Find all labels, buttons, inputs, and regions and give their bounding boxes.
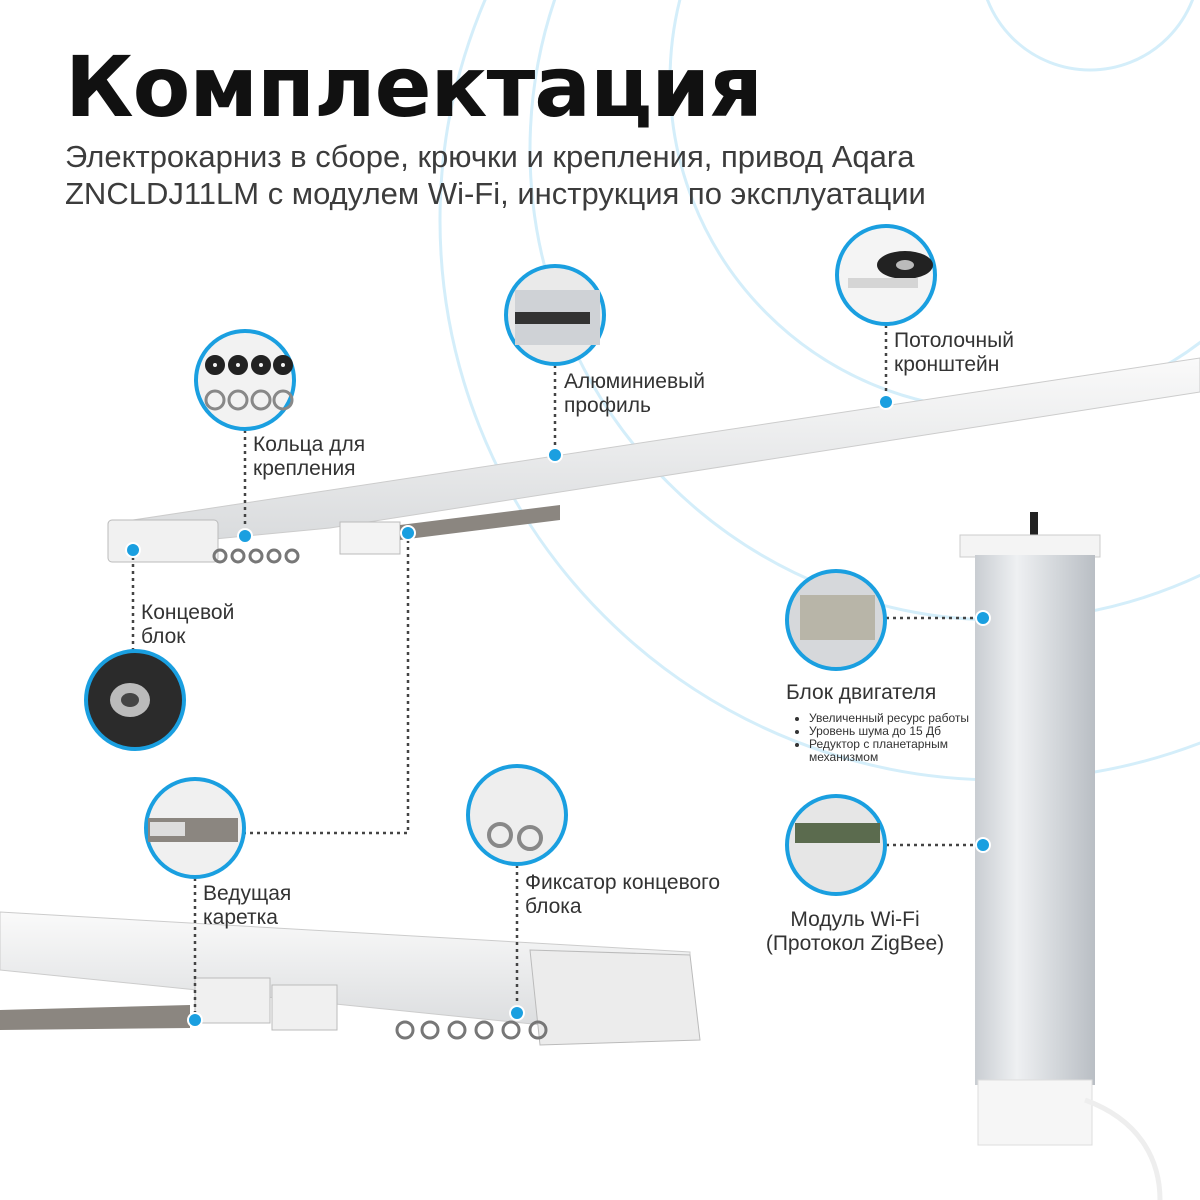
callout-dots xyxy=(125,394,991,1028)
bottom-rail xyxy=(0,911,701,1046)
label-end-fixer: Фиксатор концевого блока xyxy=(525,871,721,918)
label-wifi: Модуль Wi-Fi (Протокол ZigBee) xyxy=(745,908,965,956)
label-wifi-line1: Модуль Wi-Fi xyxy=(790,908,920,931)
label-rings: Кольца для крепления xyxy=(253,433,366,480)
motor-feature: Увеличенный ресурс работы xyxy=(809,712,999,725)
label-ceiling-bracket: Потолочный кронштейн xyxy=(894,329,1014,376)
motor-feature: Уровень шума до 15 Дб xyxy=(809,725,999,738)
motor-features-list: Увеличенный ресурс работы Уровень шума д… xyxy=(793,712,999,764)
label-motor: Блок двигателя xyxy=(786,681,937,704)
page-title: Комплектация xyxy=(65,38,763,136)
leader-lines xyxy=(131,325,983,1020)
label-wifi-line2: (Протокол ZigBee) xyxy=(765,932,945,955)
motor-unit xyxy=(959,512,1163,1200)
motor-feature: Редуктор с планетарным механизмом xyxy=(809,738,999,764)
detail-images xyxy=(110,251,933,851)
label-carriage: Ведущая каретка xyxy=(203,882,292,929)
label-end-block: Концевой блок xyxy=(141,601,235,648)
page-subtitle: Электрокарниз в сборе, крючки и креплени… xyxy=(65,139,926,211)
label-profile: Алюминиевый профиль xyxy=(564,370,705,417)
